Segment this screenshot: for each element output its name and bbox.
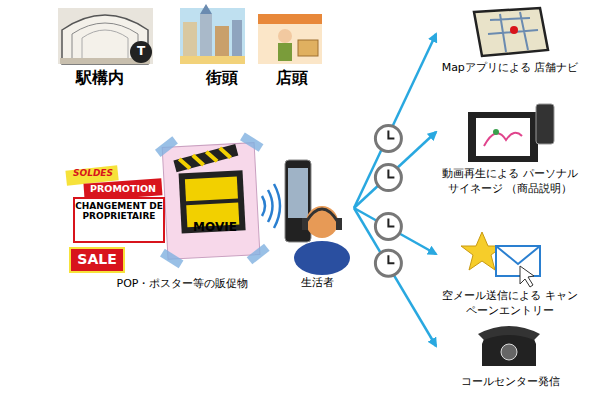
place-label: 店頭 [262,68,322,89]
signal-waves [262,184,280,228]
station-picture [58,8,153,64]
sign-text: SALE [70,251,124,267]
shop-picture [258,14,322,64]
station-sign: T [132,44,150,58]
sale-signs [65,165,164,272]
arrow-connector [354,132,436,208]
movie-text: MOVIE [187,220,243,234]
telephone-icon [478,326,540,366]
person-with-phone [285,160,350,275]
node-caption: Mapアプリによる 店舗ナビ [440,60,580,75]
clock-icon [375,125,401,151]
node-caption: 空メール送信による キャンペーンエントリー [440,288,580,318]
sign-text: SOLDES [68,168,118,178]
map-icon [474,8,548,56]
arrow-connector [354,34,436,208]
poster [154,132,271,270]
node-caption: コールセンター発信 [440,374,580,389]
place-label: 駅構内 [70,68,130,89]
node-caption: 動画再生による パーソナルサイネージ （商品説明） [440,166,580,196]
destination-node: コールセンター発信 [440,318,580,392]
sign-text: CHANGEMENT DE PROPRIETAIRE [74,201,164,222]
destination-node: 動画再生による パーソナルサイネージ （商品説明） [440,100,580,210]
street-picture [180,4,245,64]
place-label: 街頭 [192,68,252,89]
node-caption: 生活者 [280,275,354,290]
destination-node: Mapアプリによる 店舗ナビ [440,6,580,96]
clock-icon [375,165,401,191]
mail-icon [461,232,540,287]
destination-node: 空メール送信による キャンペーンエントリー [440,228,580,320]
person-node: 生活者 [280,158,354,294]
clock-icon [375,250,401,276]
sign-text: PROMOTION [84,183,162,194]
node-caption: POP・ポスター等の販促物 [105,276,260,291]
arrow-connector [354,208,436,346]
video-icon [468,104,554,162]
clock-icon [375,213,401,239]
